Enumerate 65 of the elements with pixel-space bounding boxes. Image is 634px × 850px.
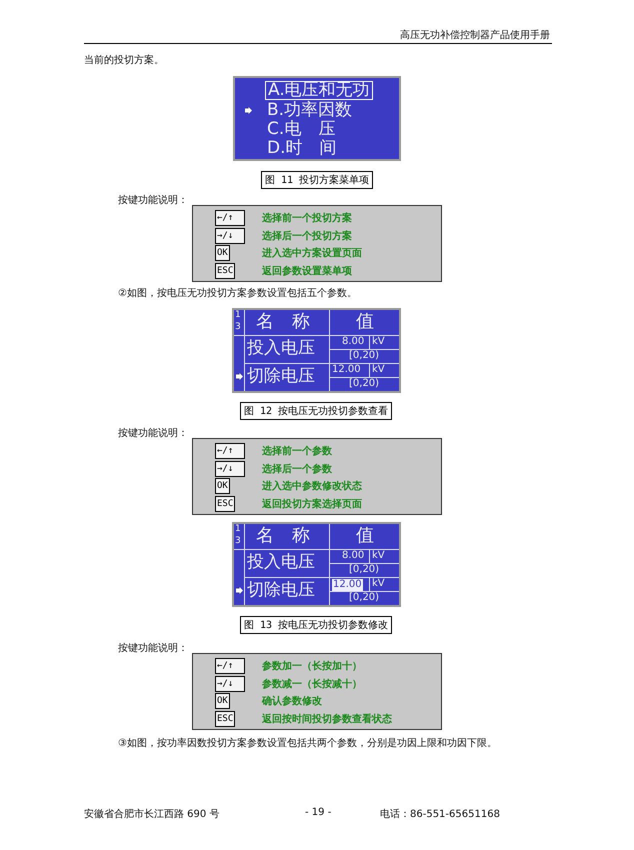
body-text: ③如图，按功率因数投切方案参数设置包括共两个参数，分别是功因上限和功因下限。 bbox=[118, 736, 497, 750]
key-label: ESC bbox=[215, 262, 236, 278]
page-header: 高压无功补偿控制器产品使用手册 bbox=[400, 28, 550, 42]
key-description: 选择前一个参数 bbox=[262, 444, 332, 458]
key-description: 选择前一个投切方案 bbox=[262, 211, 352, 225]
key-label: ←/↑ bbox=[215, 443, 245, 459]
body-text: 当前的投切方案。 bbox=[84, 54, 164, 67]
key-description: 返回投切方案选择页面 bbox=[262, 497, 362, 510]
value-range: [0,20) bbox=[349, 565, 380, 575]
parameter-name: 投入电压 bbox=[247, 340, 315, 357]
figure-caption: 图 12 按电压无功投切参数查看 bbox=[240, 402, 392, 420]
key-label: ESC bbox=[215, 710, 236, 726]
value-range: [0,20) bbox=[349, 351, 380, 361]
column-header: 值 bbox=[356, 313, 374, 331]
page-indicator: 3 bbox=[235, 537, 241, 546]
value-range: [0,20) bbox=[349, 593, 380, 603]
key-description: 返回参数设置菜单项 bbox=[262, 264, 352, 278]
page-indicator: 1 bbox=[235, 525, 241, 534]
body-text: ②如图，按电压无功投切方案参数设置包括五个参数。 bbox=[118, 286, 357, 300]
menu-item: B.功率因数 bbox=[267, 102, 352, 119]
key-description: 进入选中参数修改状态 bbox=[262, 480, 362, 493]
body-text: 按键功能说明： bbox=[118, 642, 188, 655]
key-description: 参数加一（长按加十） bbox=[262, 660, 362, 673]
body-text: 按键功能说明： bbox=[118, 426, 188, 440]
key-description: 选择后一个投切方案 bbox=[262, 229, 352, 242]
key-description: 确认参数修改 bbox=[262, 694, 322, 708]
parameter-value: 12.00 bbox=[332, 365, 361, 375]
unit-label: kV bbox=[372, 579, 385, 589]
figure-caption: 图 11 投切方案菜单项 bbox=[261, 171, 374, 189]
menu-item: C.电 压 bbox=[267, 121, 336, 138]
unit-label: kV bbox=[372, 365, 385, 375]
page-footer: 电话：86-551-65651168 bbox=[380, 807, 500, 821]
page-footer: 安徽省合肥市长江西路 690 号 bbox=[84, 807, 220, 821]
column-header: 名 称 bbox=[256, 527, 310, 545]
key-description: 选择后一个参数 bbox=[262, 462, 332, 476]
parameter-name: 投入电压 bbox=[247, 554, 315, 571]
parameter-name: 切除电压 bbox=[247, 368, 315, 385]
body-text: 按键功能说明： bbox=[118, 194, 188, 207]
key-label: →/↓ bbox=[215, 228, 245, 244]
key-label: ESC bbox=[215, 496, 236, 512]
key-label: →/↓ bbox=[215, 460, 245, 476]
key-description: 返回按时间投切参数查看状态 bbox=[262, 712, 392, 726]
unit-label: kV bbox=[372, 337, 385, 347]
key-description: 进入选中方案设置页面 bbox=[262, 246, 362, 260]
column-header: 名 称 bbox=[256, 313, 310, 331]
parameter-value: 8.00 bbox=[342, 551, 364, 561]
key-label: OK bbox=[215, 245, 230, 261]
unit-label: kV bbox=[372, 551, 385, 561]
menu-item: A.电压和无功 bbox=[265, 81, 373, 100]
page-number: - 19 - bbox=[305, 807, 332, 818]
page-indicator: 1 bbox=[235, 311, 241, 320]
highlighted-value: 12.00 bbox=[332, 579, 363, 591]
page-indicator: 3 bbox=[235, 323, 241, 332]
key-label: ←/↑ bbox=[215, 658, 245, 674]
value-range: [0,20) bbox=[349, 379, 380, 389]
key-label: OK bbox=[215, 478, 230, 494]
key-label: ←/↑ bbox=[215, 210, 245, 226]
column-header: 值 bbox=[356, 527, 374, 545]
parameter-name: 切除电压 bbox=[247, 582, 315, 599]
menu-item: D.时 间 bbox=[267, 140, 336, 157]
key-label: →/↓ bbox=[215, 676, 245, 692]
figure-caption: 图 13 按电压无功投切参数修改 bbox=[240, 616, 392, 634]
key-description: 参数减一（长按减十） bbox=[262, 678, 362, 690]
parameter-value: 8.00 bbox=[342, 337, 364, 347]
key-label: OK bbox=[215, 693, 230, 709]
